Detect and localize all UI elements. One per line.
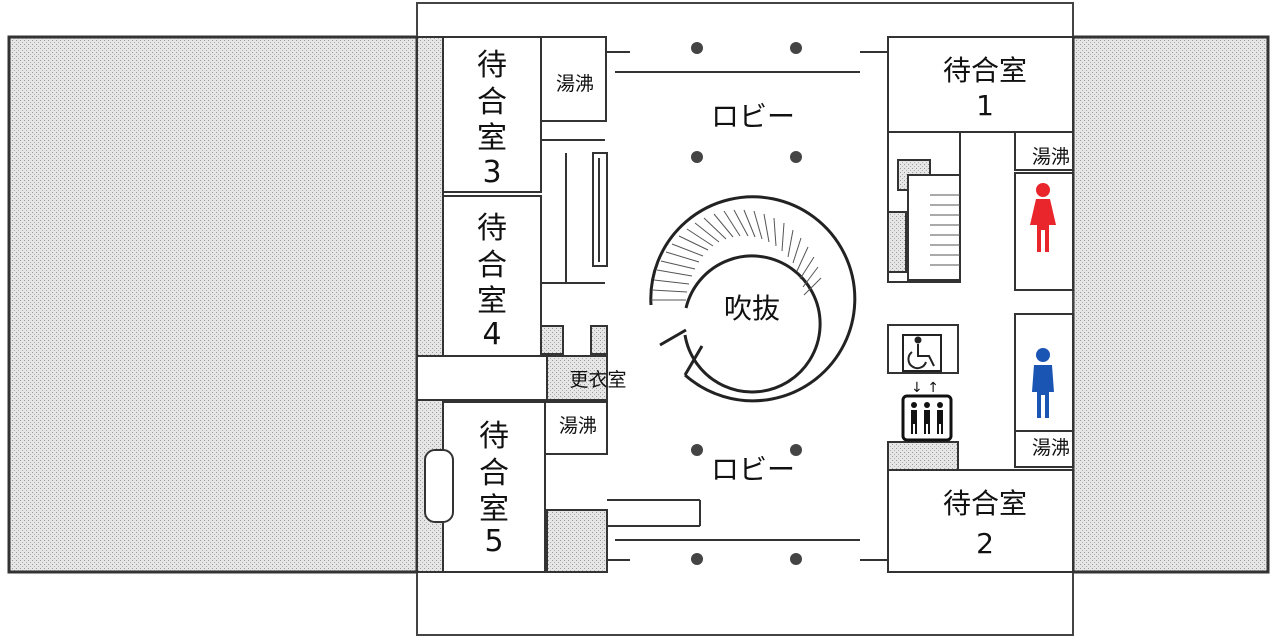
kettle-room-label: 湯沸 — [1032, 437, 1070, 459]
stair-icon — [651, 209, 822, 301]
left-rooms-block — [416, 36, 888, 573]
waiting-room-4-label: 待 合 室 4 — [477, 211, 507, 352]
svg-text:待: 待 — [477, 211, 507, 246]
elevator-icon: ↓ ↑ — [901, 380, 953, 442]
kettle-room-label: 湯沸 — [556, 73, 594, 95]
waiting-room-2-label: 待合室 — [943, 487, 1027, 520]
atrium-spiral — [649, 195, 876, 413]
lobby-label: ロビー — [711, 453, 795, 486]
svg-text:合: 合 — [479, 456, 509, 491]
kettle-room-label: 湯沸 — [559, 415, 597, 437]
male-restroom-icon — [1032, 348, 1054, 418]
right-rooms-block — [887, 36, 1074, 573]
svg-text:室: 室 — [477, 121, 507, 156]
atrium-label: 吹抜 — [724, 292, 780, 325]
svg-text:↓ ↑: ↓ ↑ — [911, 380, 939, 396]
svg-text:5: 5 — [484, 524, 503, 559]
svg-text:待: 待 — [477, 48, 507, 83]
svg-text:合: 合 — [477, 85, 507, 120]
waiting-room-1-number: 1 — [976, 89, 994, 122]
svg-text:4: 4 — [482, 317, 501, 352]
female-restroom-icon — [1030, 183, 1056, 252]
svg-text:室: 室 — [477, 284, 507, 319]
svg-text:合: 合 — [477, 248, 507, 283]
changing-room-label: 更衣室 — [569, 369, 626, 391]
waiting-room-2-number: 2 — [976, 527, 994, 560]
svg-text:待: 待 — [479, 419, 509, 454]
left-wing-area — [7, 35, 419, 574]
wheelchair-icon — [902, 334, 942, 372]
kettle-room-label: 湯沸 — [1032, 146, 1070, 168]
waiting-room-3-label: 待 合 室 3 — [477, 48, 507, 190]
waiting-room-1-label: 待合室 — [943, 54, 1027, 87]
columns — [691, 42, 802, 565]
lobby-label: ロビー — [711, 100, 795, 133]
svg-text:室: 室 — [479, 492, 509, 527]
svg-text:3: 3 — [482, 155, 501, 190]
right-wing-area — [1071, 35, 1270, 574]
waiting-room-5-label: 待 合 室 5 — [479, 419, 509, 559]
